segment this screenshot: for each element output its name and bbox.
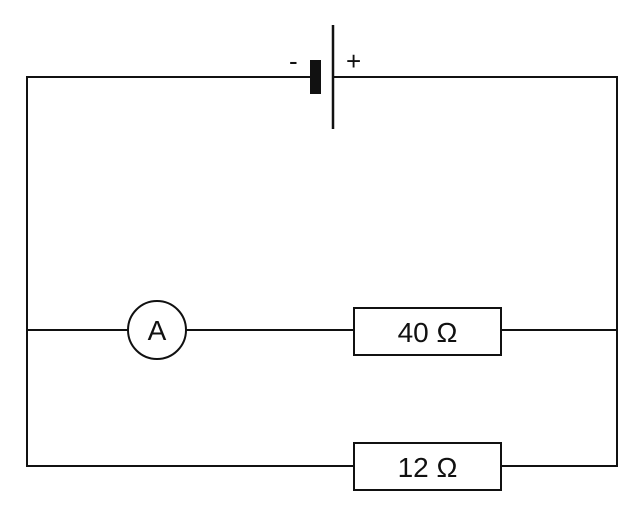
resistor-40-ohm: 40 Ω — [353, 307, 502, 356]
ammeter: A — [127, 300, 187, 360]
resistor-12-ohm: 12 Ω — [353, 442, 502, 491]
battery-negative-sign: - — [289, 46, 298, 76]
resistor-12-ohm-label: 12 Ω — [398, 452, 458, 483]
resistor-40-ohm-box — [353, 307, 502, 356]
battery: - + — [289, 25, 361, 129]
ammeter-label: A — [148, 315, 167, 346]
ammeter-circle — [127, 300, 187, 360]
battery-negative-plate — [310, 60, 321, 94]
resistor-40-ohm-label: 40 Ω — [398, 317, 458, 348]
battery-positive-sign: + — [346, 46, 361, 76]
resistor-12-ohm-box — [353, 442, 502, 491]
